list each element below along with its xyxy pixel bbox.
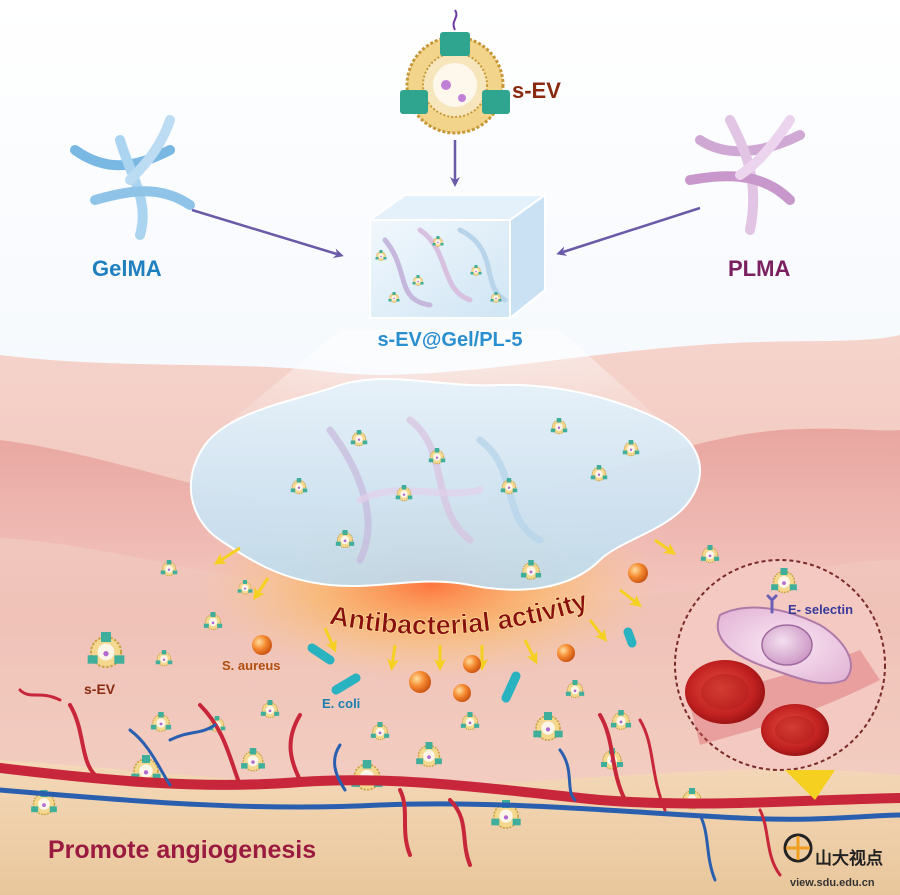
e-coli-label: E. coli xyxy=(322,696,360,711)
s-ev-top-label: s-EV xyxy=(512,78,561,103)
angiogenesis-label: Promote angiogenesis xyxy=(48,836,316,864)
hydrogel-patch xyxy=(189,377,701,591)
zoom-pointer xyxy=(785,770,835,800)
e-coli-bacteria xyxy=(307,627,637,703)
synthesis-arrows xyxy=(191,140,701,259)
e-selectin-label: E- selectin xyxy=(788,602,853,617)
subcutaneous-layer xyxy=(0,760,900,895)
hydrogel-cube xyxy=(366,193,549,321)
s-aureus-bacteria xyxy=(252,563,648,702)
release-arrows xyxy=(213,538,677,671)
watermark-name: 山大视点 xyxy=(815,848,883,868)
plma-fibers xyxy=(685,115,805,235)
gelma-fibers xyxy=(70,115,195,240)
gelma-label: GelMA xyxy=(92,256,162,281)
zoom-inset xyxy=(674,559,886,771)
hydrogel-label: s-EV@Gel/PL-5 xyxy=(377,329,522,351)
watermark: 山大视点 view.sdu.edu.cn xyxy=(783,833,883,889)
plma-label: PLMA xyxy=(728,256,790,281)
s-aureus-label: S. aureus xyxy=(222,658,281,673)
s-ev-top-icon xyxy=(400,9,510,135)
s-ev-side-label: s-EV xyxy=(84,681,116,697)
watermark-url: view.sdu.edu.cn xyxy=(790,877,875,889)
blood-vessels xyxy=(0,688,900,882)
